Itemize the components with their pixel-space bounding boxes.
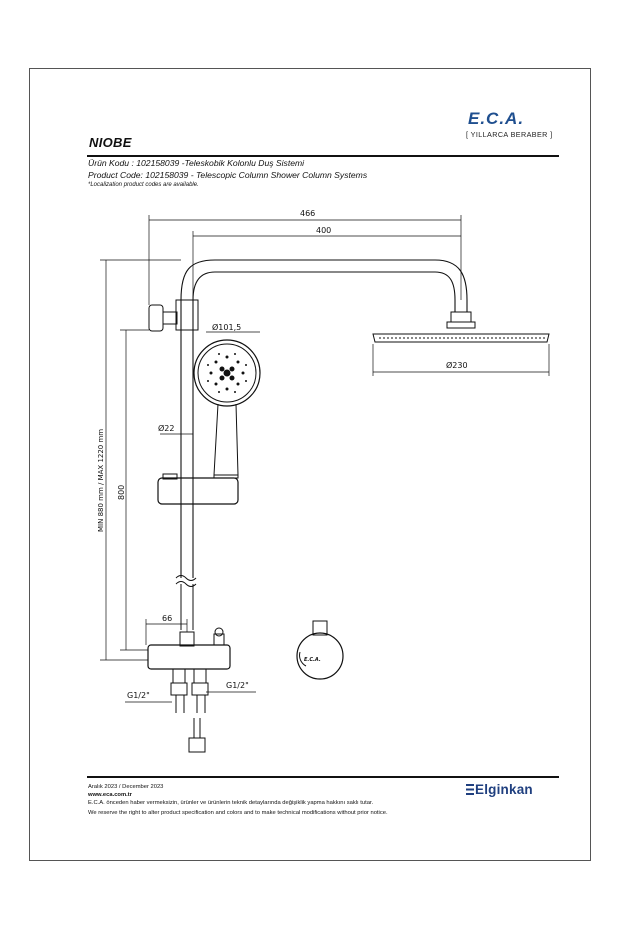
column-lower-pipe <box>180 584 194 630</box>
head-connector-nut <box>446 321 476 329</box>
shower-column-outline <box>147 259 550 753</box>
dim-g-right-label: G1/2" <box>226 681 249 690</box>
hand-shower-handle <box>213 403 239 476</box>
inlet-pipes <box>175 695 206 713</box>
footer-disclaimer-tr: E.C.A. önceden haber vermeksizin, ürünle… <box>88 800 374 806</box>
footer-date: Aralık 2023 / December 2023 <box>88 784 164 790</box>
product-code-tr: Ürün Kodu : 102158039 -Teleskobik Kolonl… <box>88 158 305 168</box>
mixer-side-view <box>296 632 344 680</box>
hose <box>193 718 201 738</box>
dimension-labels: 466 400 Ø101,5 Ø230 Ø22 800 MIN 880 mm /… <box>97 209 468 700</box>
localization-note: *Localization product codes are availabl… <box>88 182 199 188</box>
dim-height-label: MIN 880 mm / MAX 1220 mm <box>97 429 105 532</box>
dim-g-left-label: G1/2" <box>127 691 150 700</box>
dim-800-label: 800 <box>117 485 126 500</box>
dimension-lines <box>100 215 550 703</box>
wall-bracket-stem <box>162 311 178 325</box>
mixer-knob-stem <box>213 633 225 646</box>
product-title: NIOBE <box>89 135 132 150</box>
drawing-sheet-border <box>29 68 591 861</box>
mixer-body <box>147 644 231 670</box>
head-connector <box>450 311 472 323</box>
column-break-mark <box>175 575 197 587</box>
dim-230-label: Ø230 <box>446 360 468 370</box>
elginkan-logo-text: Elginkan <box>475 782 533 797</box>
inlet-left <box>172 668 186 684</box>
slider-holder-button <box>162 473 178 480</box>
shower-arm-outer <box>180 259 468 312</box>
mixer-brand-mark: E.C.A. <box>304 657 321 663</box>
footer-website: www.eca.com.tr <box>88 792 132 798</box>
hand-shower-face <box>197 343 257 403</box>
product-code-en: Product Code: 102158039 - Telescopic Col… <box>88 170 368 180</box>
shower-head <box>372 333 550 343</box>
eca-logo-mark: E.C.A. <box>468 109 525 128</box>
dim-66-label: 66 <box>162 614 172 623</box>
slider-holder <box>157 477 239 505</box>
mixer-knob <box>214 627 224 637</box>
wall-bracket-knob <box>148 304 164 332</box>
inlet-right <box>193 668 207 684</box>
dim-466-label: 466 <box>300 209 315 218</box>
hand-shower-head <box>193 339 261 407</box>
header-rule <box>87 155 559 157</box>
inlet-threads <box>170 682 209 696</box>
eca-logo: E.C.A. [ YILLARCA BERABER ] <box>466 109 558 149</box>
mixer-outlet <box>179 631 195 647</box>
dim-400-label: 400 <box>316 226 331 235</box>
eca-tagline: [ YILLARCA BERABER ] <box>466 130 553 139</box>
dim-22-label: Ø22 <box>158 423 174 433</box>
elginkan-logo: Elginkan <box>466 782 533 797</box>
shower-arm-inner <box>192 271 456 312</box>
footer-disclaimer-en: We reserve the right to alter product sp… <box>88 810 388 816</box>
column-top-joint <box>175 299 199 331</box>
elginkan-bars-icon <box>466 784 474 795</box>
footer-rule <box>87 776 559 778</box>
mixer-side-stem <box>312 620 328 636</box>
hand-shower-nozzles <box>207 353 247 393</box>
mixer-side-arrow <box>299 651 307 667</box>
dim-101-label: Ø101,5 <box>212 322 241 332</box>
hose-nut <box>188 737 206 753</box>
